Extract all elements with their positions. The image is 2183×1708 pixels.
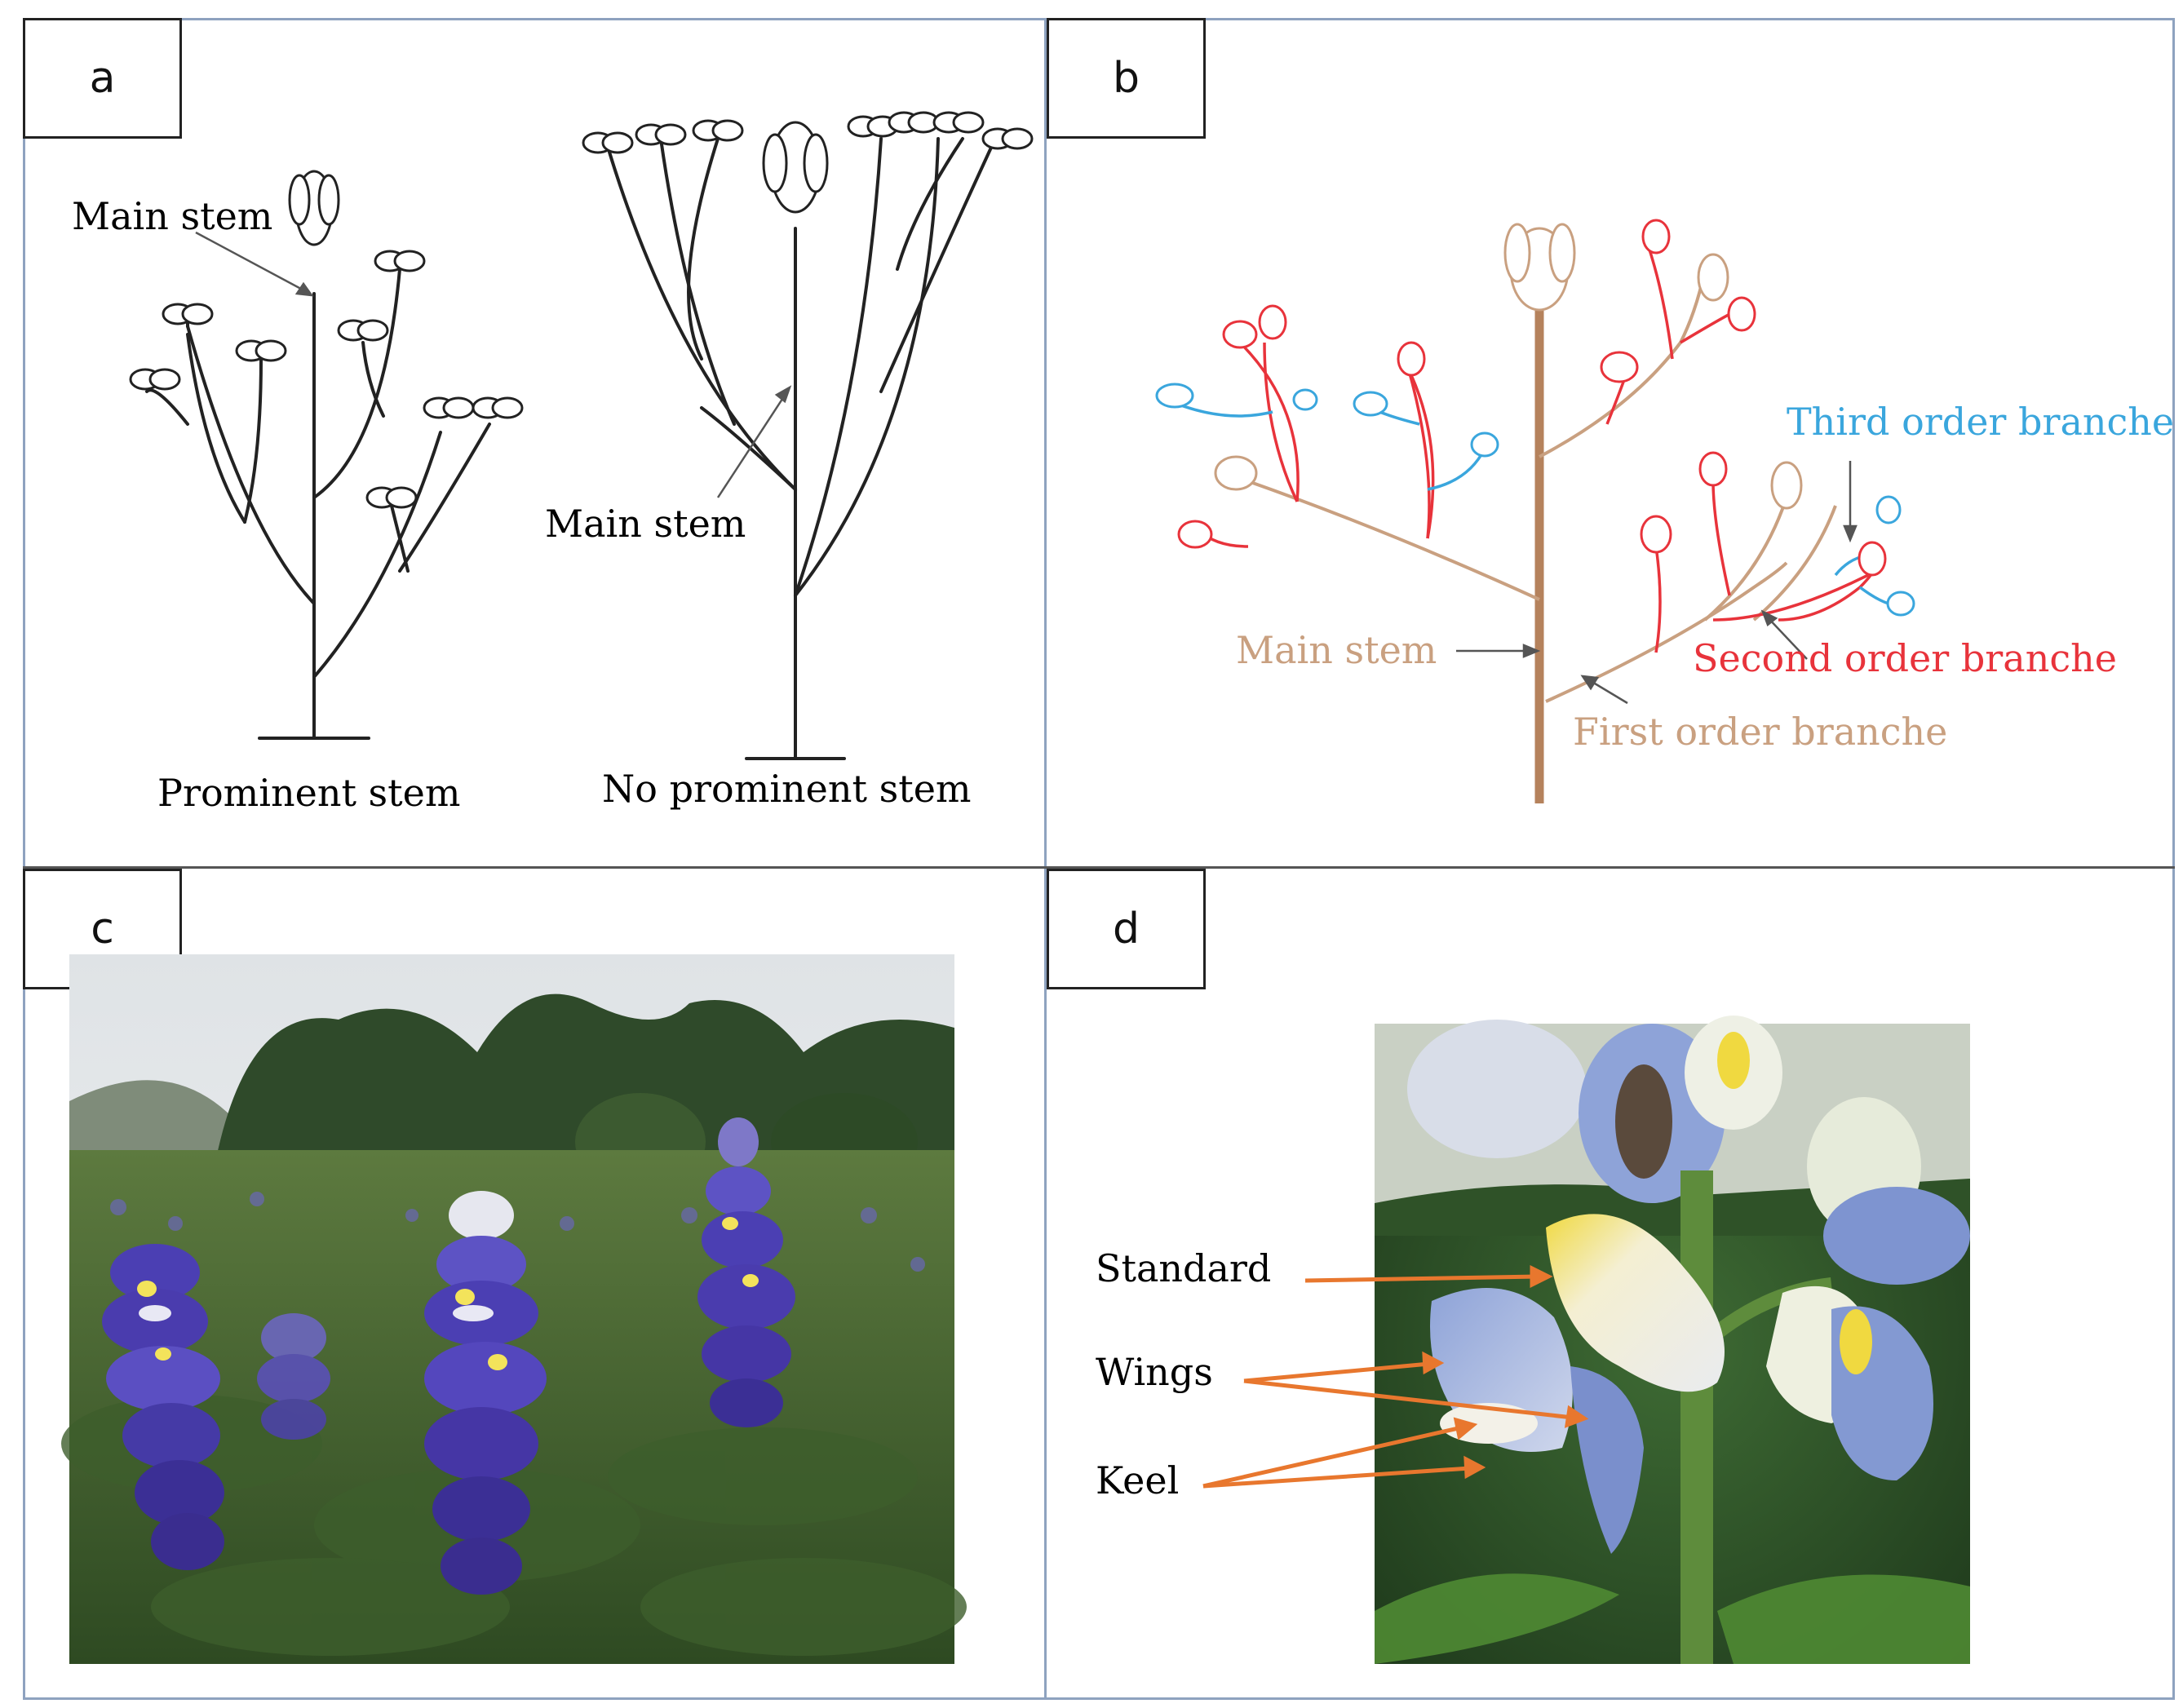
horizontal-divider: [23, 866, 2175, 869]
prominent-stem-caption: Prominent stem: [157, 771, 461, 815]
keel-label: Keel: [1096, 1458, 1180, 1502]
no-prominent-stem-caption: No prominent stem: [602, 767, 972, 811]
panel-a: a: [0, 0, 1044, 866]
panel-b-label: b: [1047, 18, 1206, 139]
second-order-branch-label: Second order branche: [1693, 636, 2117, 680]
third-order-branch-label: Third order branche: [1787, 400, 2175, 444]
vertical-divider: [1044, 18, 1047, 1700]
panel-a-label: a: [23, 18, 182, 139]
main-stem-label-right: Main stem: [545, 502, 746, 546]
lupin-field-photo: [61, 954, 967, 1664]
main-stem-label-left: Main stem: [72, 194, 273, 238]
lupin-flower-closeup-photo: [1375, 1016, 1970, 1664]
panel-b: b: [1047, 18, 2175, 803]
prominent-stem-plant-drawing: [129, 170, 524, 740]
no-prominent-stem-plant-drawing: [582, 111, 1034, 760]
panel-d-label: d: [1047, 869, 1206, 989]
branch-order-diagram: [1155, 219, 1915, 803]
panel-c: c: [0, 0, 1044, 1708]
b-main-stem-label: Main stem: [1236, 628, 1437, 672]
first-order-branch-label: First order branche: [1573, 710, 1948, 754]
wings-label: Wings: [1096, 1350, 1213, 1394]
standard-label: Standard: [1096, 1246, 1272, 1290]
